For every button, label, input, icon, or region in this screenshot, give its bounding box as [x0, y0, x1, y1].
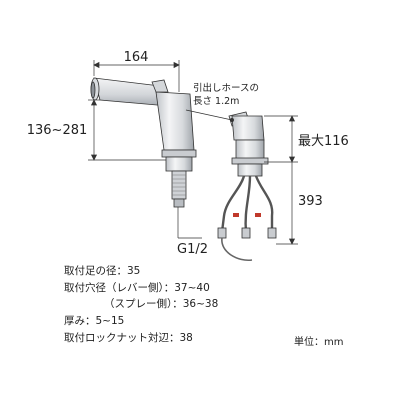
- dim-height-range: 136~281: [27, 123, 88, 138]
- spec-locknut: 取付ロックナット対辺：38: [64, 332, 193, 344]
- dim-spout-length: 164: [124, 50, 149, 65]
- faucet-side-view: [90, 77, 197, 208]
- hose-note-line2: 長さ 1.2m: [193, 96, 239, 107]
- unit-label: 単位：mm: [294, 337, 344, 348]
- spec-hole-spray: （スプレー側）：36~38: [104, 298, 219, 310]
- hose-note-line1: 引出しホースの: [193, 82, 259, 94]
- spec-hole-lever: 取付穴径（レバー側）：37~40: [64, 282, 210, 294]
- dimension-lines: [88, 60, 298, 245]
- faucet-front-view: [217, 111, 277, 262]
- spec-thickness: 厚み：5~15: [64, 315, 125, 327]
- dim-max-height: 最大116: [298, 134, 349, 149]
- spec-mount-diameter: 取付足の径：35: [64, 265, 141, 277]
- dim-hose-length: 393: [298, 194, 323, 209]
- dim-thread: G1/2: [177, 242, 208, 257]
